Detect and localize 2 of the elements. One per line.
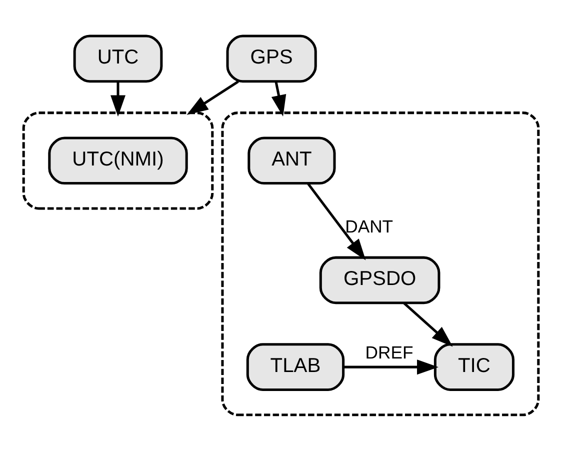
edge-label: DANT	[345, 216, 394, 236]
edge-label: DREF	[365, 342, 414, 362]
